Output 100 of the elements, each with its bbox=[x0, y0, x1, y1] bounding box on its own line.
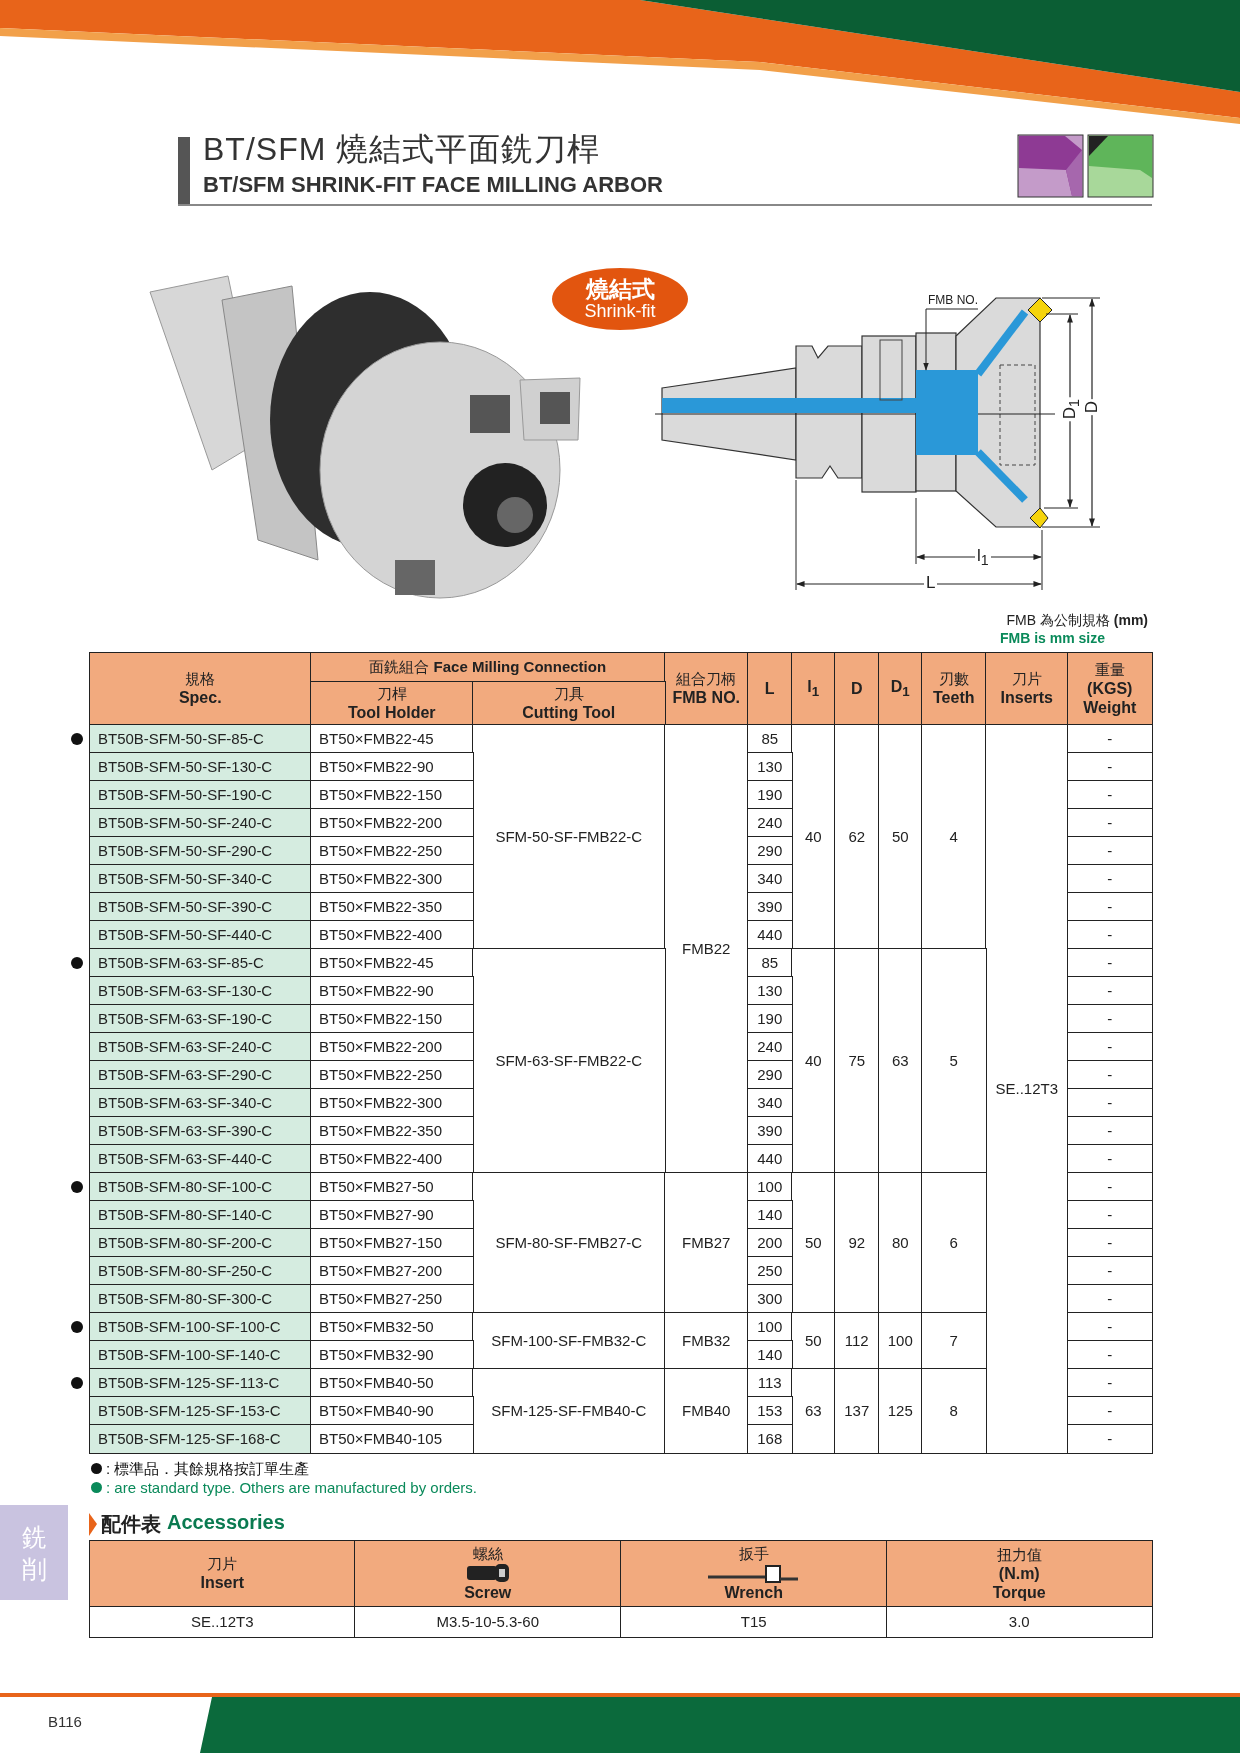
badge-text: 燒結式 bbox=[585, 277, 655, 302]
table-cell: - bbox=[1067, 948, 1153, 978]
table-cell: 63 bbox=[791, 1368, 836, 1454]
table-cell: BT50×FMB27-150 bbox=[310, 1228, 474, 1258]
table-cell: BT50×FMB22-45 bbox=[310, 948, 474, 978]
table-cell: BT50B-SFM-100-SF-140-C bbox=[89, 1340, 312, 1370]
table-cell: BT50×FMB22-90 bbox=[310, 976, 474, 1006]
unit-note: FMB is mm size bbox=[1000, 630, 1106, 646]
table-cell: BT50B-SFM-63-SF-130-C bbox=[89, 976, 312, 1006]
table-cell: - bbox=[1067, 1060, 1153, 1090]
header-text: 組合刀柄 bbox=[676, 670, 737, 689]
table-cell: BT50×FMB22-300 bbox=[310, 864, 474, 894]
table-cell: 5 bbox=[921, 948, 987, 1174]
table-cell: - bbox=[1067, 1340, 1153, 1370]
header-text: Wrench bbox=[724, 1583, 783, 1603]
table-cell: - bbox=[1067, 1424, 1153, 1454]
table-cell: - bbox=[1067, 1312, 1153, 1342]
table-cell: 340 bbox=[747, 1088, 793, 1118]
section-heading: 配件表 bbox=[101, 1512, 161, 1537]
table-cell: BT50×FMB22-200 bbox=[310, 1032, 474, 1062]
table-cell: BT50×FMB40-105 bbox=[310, 1424, 474, 1454]
table-cell: 440 bbox=[747, 920, 793, 950]
header-text: (N.m) bbox=[998, 1563, 1040, 1583]
table-cell: 153 bbox=[747, 1396, 793, 1426]
table-cell: BT50B-SFM-80-SF-300-C bbox=[89, 1284, 312, 1314]
table-cell: - bbox=[1067, 1032, 1153, 1062]
badge-text: Shrink-fit bbox=[584, 301, 656, 321]
table-cell: 92 bbox=[834, 1172, 880, 1314]
table-cell: BT50×FMB27-250 bbox=[310, 1284, 474, 1314]
table-cell: - bbox=[1067, 1116, 1153, 1146]
header-text: Torque bbox=[992, 1582, 1046, 1602]
table-cell: - bbox=[1067, 836, 1153, 866]
table-cell: BT50B-SFM-80-SF-200-C bbox=[89, 1228, 312, 1258]
table-cell: 112 bbox=[834, 1312, 880, 1370]
table-cell: - bbox=[1067, 752, 1153, 782]
table-cell: - bbox=[1067, 1200, 1153, 1230]
table-cell: FMB40 bbox=[664, 1368, 749, 1454]
header-text: L bbox=[764, 679, 775, 699]
table-cell: BT50×FMB22-350 bbox=[310, 1116, 474, 1146]
table-cell: - bbox=[1067, 1144, 1153, 1174]
table-cell: BT50×FMB22-150 bbox=[310, 1004, 474, 1034]
table-cell: BT50×FMB32-90 bbox=[310, 1340, 474, 1370]
table-cell: BT50×FMB22-300 bbox=[310, 1088, 474, 1118]
header-text: 扭力值 bbox=[996, 1545, 1042, 1564]
table-cell: 63 bbox=[878, 948, 923, 1174]
table-cell: BT50B-SFM-63-SF-440-C bbox=[89, 1144, 312, 1174]
table-cell: - bbox=[1067, 1368, 1153, 1398]
header-text: 刀片 bbox=[207, 1555, 238, 1574]
table-cell: BT50B-SFM-50-SF-130-C bbox=[89, 752, 312, 782]
header-text: 規格 bbox=[185, 670, 216, 689]
table-cell: 130 bbox=[747, 976, 793, 1006]
table-cell: 190 bbox=[747, 780, 793, 810]
table-cell: 4 bbox=[921, 724, 987, 950]
table-cell: - bbox=[1067, 1088, 1153, 1118]
table-cell: 130 bbox=[747, 752, 793, 782]
table-cell: BT50×FMB22-200 bbox=[310, 808, 474, 838]
table-cell: 168 bbox=[747, 1424, 793, 1454]
header-text: 刀具 bbox=[553, 684, 584, 703]
table-cell: BT50B-SFM-63-SF-190-C bbox=[89, 1004, 312, 1034]
tab-text: 銑削 bbox=[20, 1521, 48, 1585]
table-cell: - bbox=[1067, 920, 1153, 950]
header-text: D$_{1}$ bbox=[890, 677, 910, 701]
table-cell: 440 bbox=[747, 1144, 793, 1174]
table-cell: - bbox=[1067, 808, 1153, 838]
table-cell: 75 bbox=[834, 948, 880, 1174]
table-cell: SFM-125-SF-FMB40-C bbox=[472, 1368, 666, 1454]
table-cell: BT50B-SFM-100-SF-100-C bbox=[89, 1312, 312, 1342]
section-heading: Accessories bbox=[167, 1511, 285, 1534]
table-cell: BT50B-SFM-63-SF-85-C bbox=[89, 948, 312, 978]
page-subtitle: BT/SFM SHRINK-FIT FACE MILLING ARBOR bbox=[203, 172, 663, 198]
table-cell: 240 bbox=[747, 1032, 793, 1062]
table-cell: BT50×FMB22-400 bbox=[310, 1144, 474, 1174]
header-text: (KGS) bbox=[1087, 678, 1133, 698]
table-cell: 200 bbox=[747, 1228, 793, 1258]
header-text: 刃數 bbox=[938, 670, 969, 689]
table-cell: 100 bbox=[878, 1312, 923, 1370]
header-text: Screw bbox=[464, 1583, 512, 1603]
table-cell: 290 bbox=[747, 836, 793, 866]
table-cell: BT50B-SFM-63-SF-340-C bbox=[89, 1088, 312, 1118]
page-number: B116 bbox=[48, 1713, 82, 1730]
table-cell: 62 bbox=[834, 724, 880, 950]
table-cell: BT50B-SFM-50-SF-290-C bbox=[89, 836, 312, 866]
legend-text: : are standard type. Others are manufactured by orders. bbox=[106, 1478, 478, 1497]
header-text: 螺絲 bbox=[472, 1545, 503, 1564]
header-text: Spec. bbox=[178, 688, 222, 708]
table-cell: 390 bbox=[747, 892, 793, 922]
table-cell: BT50B-SFM-80-SF-140-C bbox=[89, 1200, 312, 1230]
leader-line bbox=[923, 308, 979, 371]
header-text: D bbox=[850, 679, 863, 699]
table-cell: BT50×FMB27-90 bbox=[310, 1200, 474, 1230]
table-cell: BT50B-SFM-80-SF-100-C bbox=[89, 1172, 312, 1202]
header-text: 扳手 bbox=[738, 1545, 769, 1564]
table-cell: BT50×FMB40-90 bbox=[310, 1396, 474, 1426]
header-text: 面銑組合 Face Milling Connection bbox=[369, 658, 607, 677]
header-text: Weight bbox=[1083, 697, 1137, 717]
table-cell: BT50B-SFM-50-SF-340-C bbox=[89, 864, 312, 894]
table-cell: FMB32 bbox=[664, 1312, 749, 1370]
table-cell: FMB27 bbox=[664, 1172, 749, 1314]
header-text: Cutting Tool bbox=[522, 702, 616, 722]
table-cell: 250 bbox=[747, 1256, 793, 1286]
